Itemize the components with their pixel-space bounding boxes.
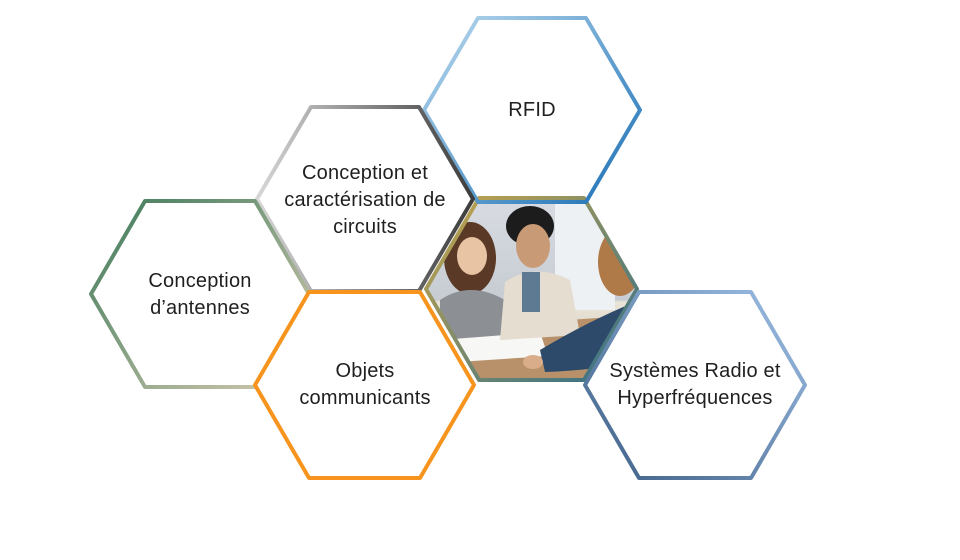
objets-hexagon[interactable] <box>253 290 476 480</box>
antennes-label: Conception d’antennes <box>148 270 252 319</box>
radio-label: Systèmes Radio et Hyperfréquences <box>609 360 781 409</box>
rfid-label: RFID <box>508 98 556 121</box>
objets-label: Objets communicants <box>299 360 431 409</box>
rfid-hexagon[interactable] <box>422 16 642 204</box>
circuits-label: Conception et caractérisation de circuit… <box>284 161 446 238</box>
radio-hexagon[interactable] <box>583 290 807 480</box>
